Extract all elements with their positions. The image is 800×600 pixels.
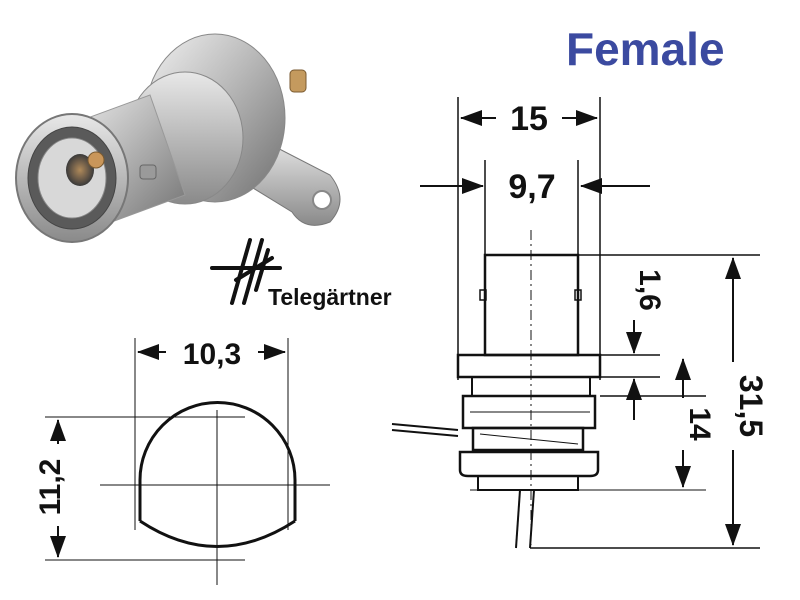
dim-front-width: 10,3	[183, 338, 241, 371]
dim-overall-height: 31,5	[733, 375, 769, 437]
dim-panel: 14	[683, 407, 716, 441]
side-view	[391, 97, 760, 549]
dim-flange: 1,6	[633, 269, 666, 311]
page-title: Female	[566, 23, 725, 75]
front-view	[45, 338, 330, 585]
dim-top-width: 15	[510, 100, 548, 138]
dim-front-height: 11,2	[34, 459, 67, 516]
bnc-female-connector-photo	[15, 33, 341, 243]
brand-name: Telegärtner	[268, 284, 392, 310]
dim-body-width: 9,7	[508, 168, 555, 206]
